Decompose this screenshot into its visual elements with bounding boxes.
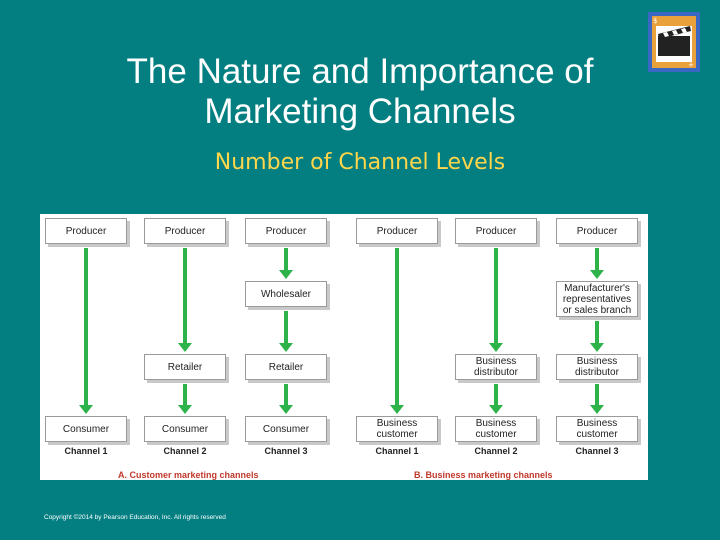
section-a-label: A. Customer marketing channels xyxy=(118,470,259,480)
channel-label: Channel 1 xyxy=(375,446,419,456)
producer-box: Producer xyxy=(45,218,127,244)
customer-box: Business customer xyxy=(455,416,537,442)
flow-arrow-shaft xyxy=(284,384,288,406)
flow-arrow-head xyxy=(590,270,604,279)
flow-arrow-head xyxy=(590,343,604,352)
flow-arrow-head xyxy=(279,343,293,352)
slide-title-line-2: Marketing Channels xyxy=(204,92,516,131)
producer-box: Producer xyxy=(356,218,438,244)
producer-box: Producer xyxy=(245,218,327,244)
flow-arrow-head xyxy=(390,405,404,414)
channel-label: Channel 2 xyxy=(474,446,518,456)
flow-arrow-shaft xyxy=(183,248,187,344)
flow-arrow-shaft xyxy=(183,384,187,406)
flow-arrow-head xyxy=(279,405,293,414)
flow-arrow-head xyxy=(178,405,192,414)
intermediary-box: Manufacturer's representatives or sales … xyxy=(556,281,638,317)
svg-text:$: $ xyxy=(653,17,657,25)
flow-arrow-head xyxy=(178,343,192,352)
flow-arrow-shaft xyxy=(595,384,599,406)
slide-title: The Nature and Importance of Marketing C… xyxy=(60,52,660,132)
flow-arrow-shaft xyxy=(595,248,599,271)
slide-title-line-1: The Nature and Importance of xyxy=(126,52,594,91)
customer-box: Consumer xyxy=(45,416,127,442)
customer-box: Consumer xyxy=(245,416,327,442)
section-b-label: B. Business marketing channels xyxy=(414,470,553,480)
flow-arrow-head xyxy=(489,343,503,352)
producer-box: Producer xyxy=(455,218,537,244)
flow-arrow-head xyxy=(79,405,93,414)
flow-arrow-shaft xyxy=(395,248,399,406)
flow-arrow-head xyxy=(590,405,604,414)
flow-arrow-shaft xyxy=(494,384,498,406)
copyright-notice: Copyright ©2014 by Pearson Education, In… xyxy=(44,514,226,521)
intermediary-box: Business distributor xyxy=(556,354,638,380)
channel-label: Channel 3 xyxy=(575,446,619,456)
intermediary-box: Business distributor xyxy=(455,354,537,380)
channel-label: Channel 2 xyxy=(163,446,207,456)
flow-arrow-shaft xyxy=(494,248,498,344)
slide-subtitle: Number of Channel Levels xyxy=(214,150,506,175)
clapperboard-logo-icon: $ + xyxy=(648,12,700,72)
flow-arrow-shaft xyxy=(284,311,288,344)
intermediary-box: Retailer xyxy=(245,354,327,380)
producer-box: Producer xyxy=(144,218,226,244)
flow-arrow-shaft xyxy=(84,248,88,406)
flow-arrow-shaft xyxy=(595,321,599,344)
channel-label: Channel 1 xyxy=(64,446,108,456)
intermediary-box: Retailer xyxy=(144,354,226,380)
flow-arrow-head xyxy=(279,270,293,279)
customer-box: Business customer xyxy=(356,416,438,442)
customer-box: Business customer xyxy=(556,416,638,442)
flow-arrow-head xyxy=(489,405,503,414)
svg-text:+: + xyxy=(688,61,694,69)
channel-label: Channel 3 xyxy=(264,446,308,456)
producer-box: Producer xyxy=(556,218,638,244)
flow-arrow-shaft xyxy=(284,248,288,271)
customer-box: Consumer xyxy=(144,416,226,442)
intermediary-box: Wholesaler xyxy=(245,281,327,307)
